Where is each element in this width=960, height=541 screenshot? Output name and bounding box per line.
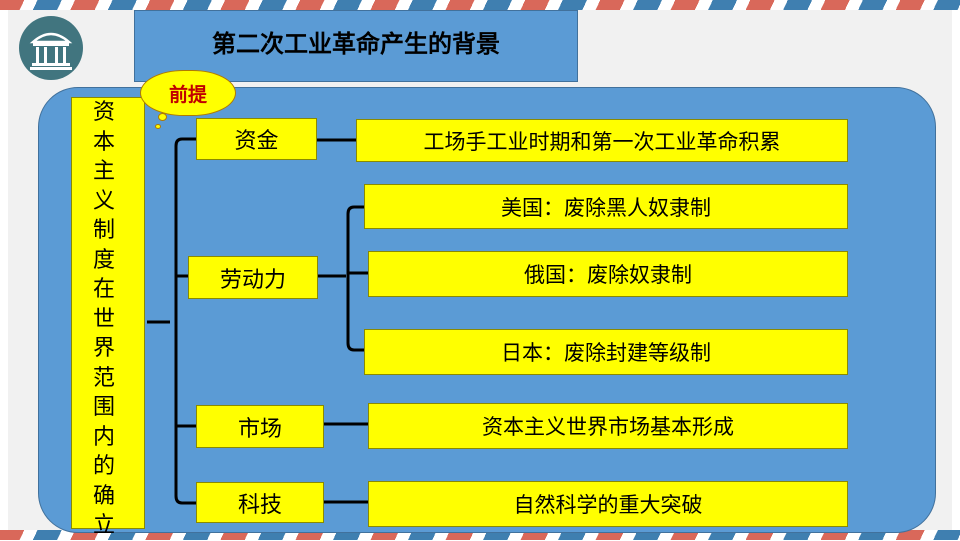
bubble-dot-small	[155, 124, 161, 129]
category-technology-label: 科技	[237, 492, 282, 518]
category-market: 市场	[196, 405, 324, 448]
premise-bubble: 前提	[140, 70, 236, 116]
detail-funds: 工场手工业时期和第一次工业革命积累	[356, 119, 848, 162]
category-labor-label: 劳动力	[219, 267, 286, 293]
premise-label: 前提	[168, 83, 207, 106]
bottom-stripe	[0, 530, 960, 540]
category-market-label: 市场	[237, 416, 282, 442]
detail-labor-usa: 美国：废除黑人奴隶制	[364, 184, 848, 229]
detail-labor-russia-text: 俄国：废除奴隶制	[524, 263, 692, 287]
detail-market-text: 资本主义世界市场基本形成	[482, 415, 734, 439]
detail-technology: 自然科学的重大突破	[368, 481, 848, 527]
category-funds: 资金	[196, 118, 317, 160]
detail-technology-text: 自然科学的重大突破	[513, 493, 703, 517]
bubble-dot-large	[158, 113, 167, 121]
detail-labor-japan-text: 日本：废除封建等级制	[501, 341, 711, 365]
category-labor: 劳动力	[188, 256, 318, 299]
detail-funds-text: 工场手工业时期和第一次工业革命积累	[423, 129, 781, 154]
detail-labor-russia: 俄国：废除奴隶制	[368, 251, 848, 297]
detail-market: 资本主义世界市场基本形成	[368, 403, 848, 449]
premise-text: 资本主义制度在世界范围内的确立	[92, 100, 115, 538]
detail-labor-usa-text: 美国：废除黑人奴隶制	[501, 195, 711, 220]
category-funds-label: 资金	[234, 129, 279, 154]
detail-labor-japan: 日本：废除封建等级制	[364, 329, 848, 375]
category-technology: 科技	[196, 482, 324, 523]
slide-title: 第二次工业革命产生的背景	[212, 29, 500, 58]
pavilion-icon	[19, 16, 83, 80]
premise-box	[71, 97, 145, 529]
title-banner	[134, 10, 578, 82]
top-stripe	[0, 0, 960, 10]
